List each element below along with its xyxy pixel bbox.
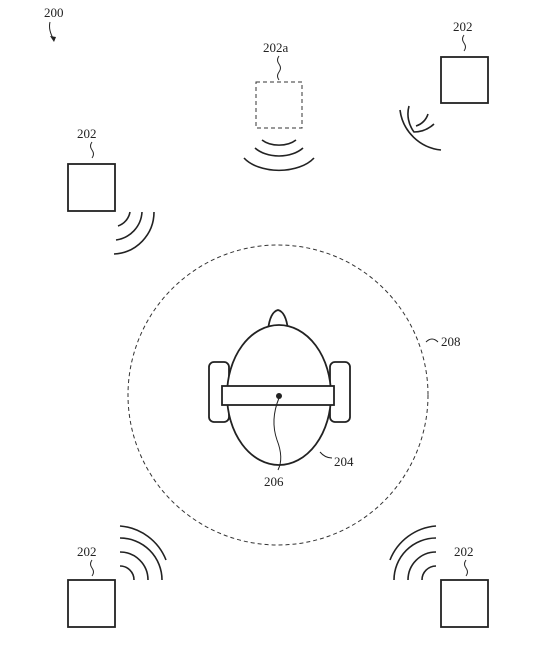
speaker-left-sound-waves <box>113 211 155 255</box>
speaker-top-center-box <box>255 81 303 129</box>
speaker-left-box <box>67 163 116 212</box>
device-label: 206 <box>264 474 284 489</box>
speaker-bottom-right-leader <box>464 559 468 577</box>
speaker-bottom-right-label: 202 <box>454 544 474 559</box>
listener-label: 204 <box>334 454 354 469</box>
figure-arrow-head <box>50 36 56 42</box>
speaker-top-right: 202 <box>399 19 489 151</box>
speaker-bottom-right-sound-waves <box>389 525 437 581</box>
listener-leader <box>319 451 333 459</box>
speaker-top-right-box <box>440 56 489 104</box>
figure-number-label: 200 <box>44 5 64 20</box>
speaker-top-center-sound-waves <box>243 139 315 172</box>
speaker-left: 202 <box>67 126 155 255</box>
speaker-left-leader <box>90 141 94 159</box>
speaker-bottom-right: 202 <box>389 525 489 628</box>
listener: 206 204 <box>208 309 354 489</box>
speaker-left-label: 202 <box>77 126 97 141</box>
speaker-bottom-left-box <box>67 579 116 628</box>
figure-number: 200 <box>44 5 64 42</box>
speaker-top-right-leader <box>462 34 466 52</box>
device-sensor-dot <box>276 393 282 399</box>
speaker-bottom-left-leader <box>90 559 94 577</box>
speaker-top-center-leader <box>277 55 281 81</box>
listening-zone-label: 208 <box>441 334 461 349</box>
speaker-top-center: 202a <box>243 40 315 172</box>
listening-zone-leader <box>425 338 439 343</box>
listening-zone-circle <box>127 244 429 546</box>
speaker-bottom-left-label: 202 <box>77 544 97 559</box>
speaker-top-center-label: 202a <box>263 40 289 55</box>
speaker-bottom-left: 202 <box>67 525 167 628</box>
listening-zone: 208 <box>127 244 461 546</box>
speaker-top-right-label: 202 <box>453 19 473 34</box>
speaker-bottom-right-box <box>440 579 489 628</box>
device-leader <box>273 397 282 471</box>
speaker-bottom-left-sound-waves <box>119 525 167 581</box>
speaker-top-right-sound-waves <box>399 105 442 151</box>
